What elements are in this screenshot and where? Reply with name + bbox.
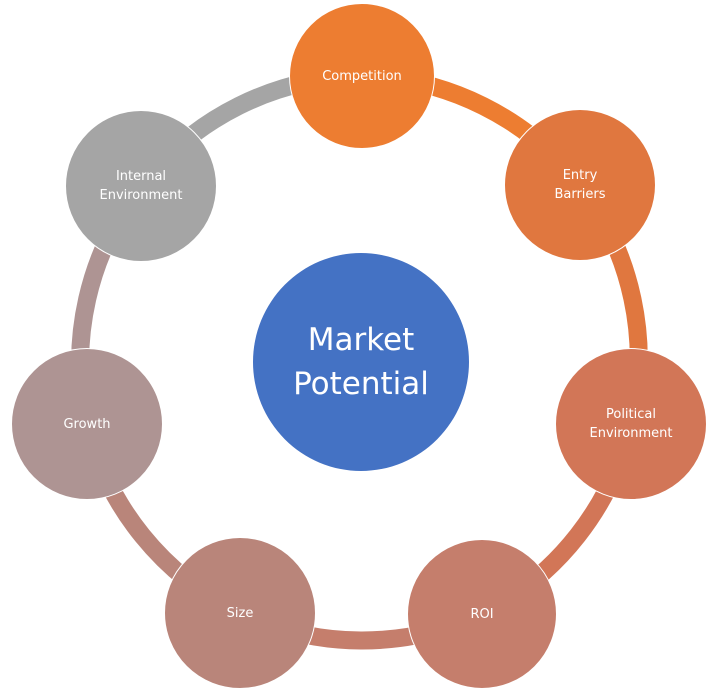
center-label: Market Potential xyxy=(293,322,429,402)
node-entry-barriers: Entry Barriers xyxy=(504,109,656,261)
node-competition: Competition xyxy=(289,3,435,149)
node-label: Competition xyxy=(322,68,402,84)
node-label: Growth xyxy=(63,416,111,432)
node-internal-environment: Internal Environment xyxy=(65,110,217,262)
node-label: ROI xyxy=(470,606,494,622)
node-size: Size xyxy=(164,537,316,689)
center-node-market-potential: Market Potential xyxy=(252,252,470,472)
node-political-environment: Political Environment xyxy=(555,348,707,500)
node-label: Size xyxy=(226,605,254,621)
node-label: Internal Environment xyxy=(99,169,183,203)
node-growth: Growth xyxy=(11,348,163,500)
node-label: Political Environment xyxy=(589,407,673,441)
node-roi: ROI xyxy=(407,539,557,689)
node-label: Entry Barriers xyxy=(554,168,606,202)
